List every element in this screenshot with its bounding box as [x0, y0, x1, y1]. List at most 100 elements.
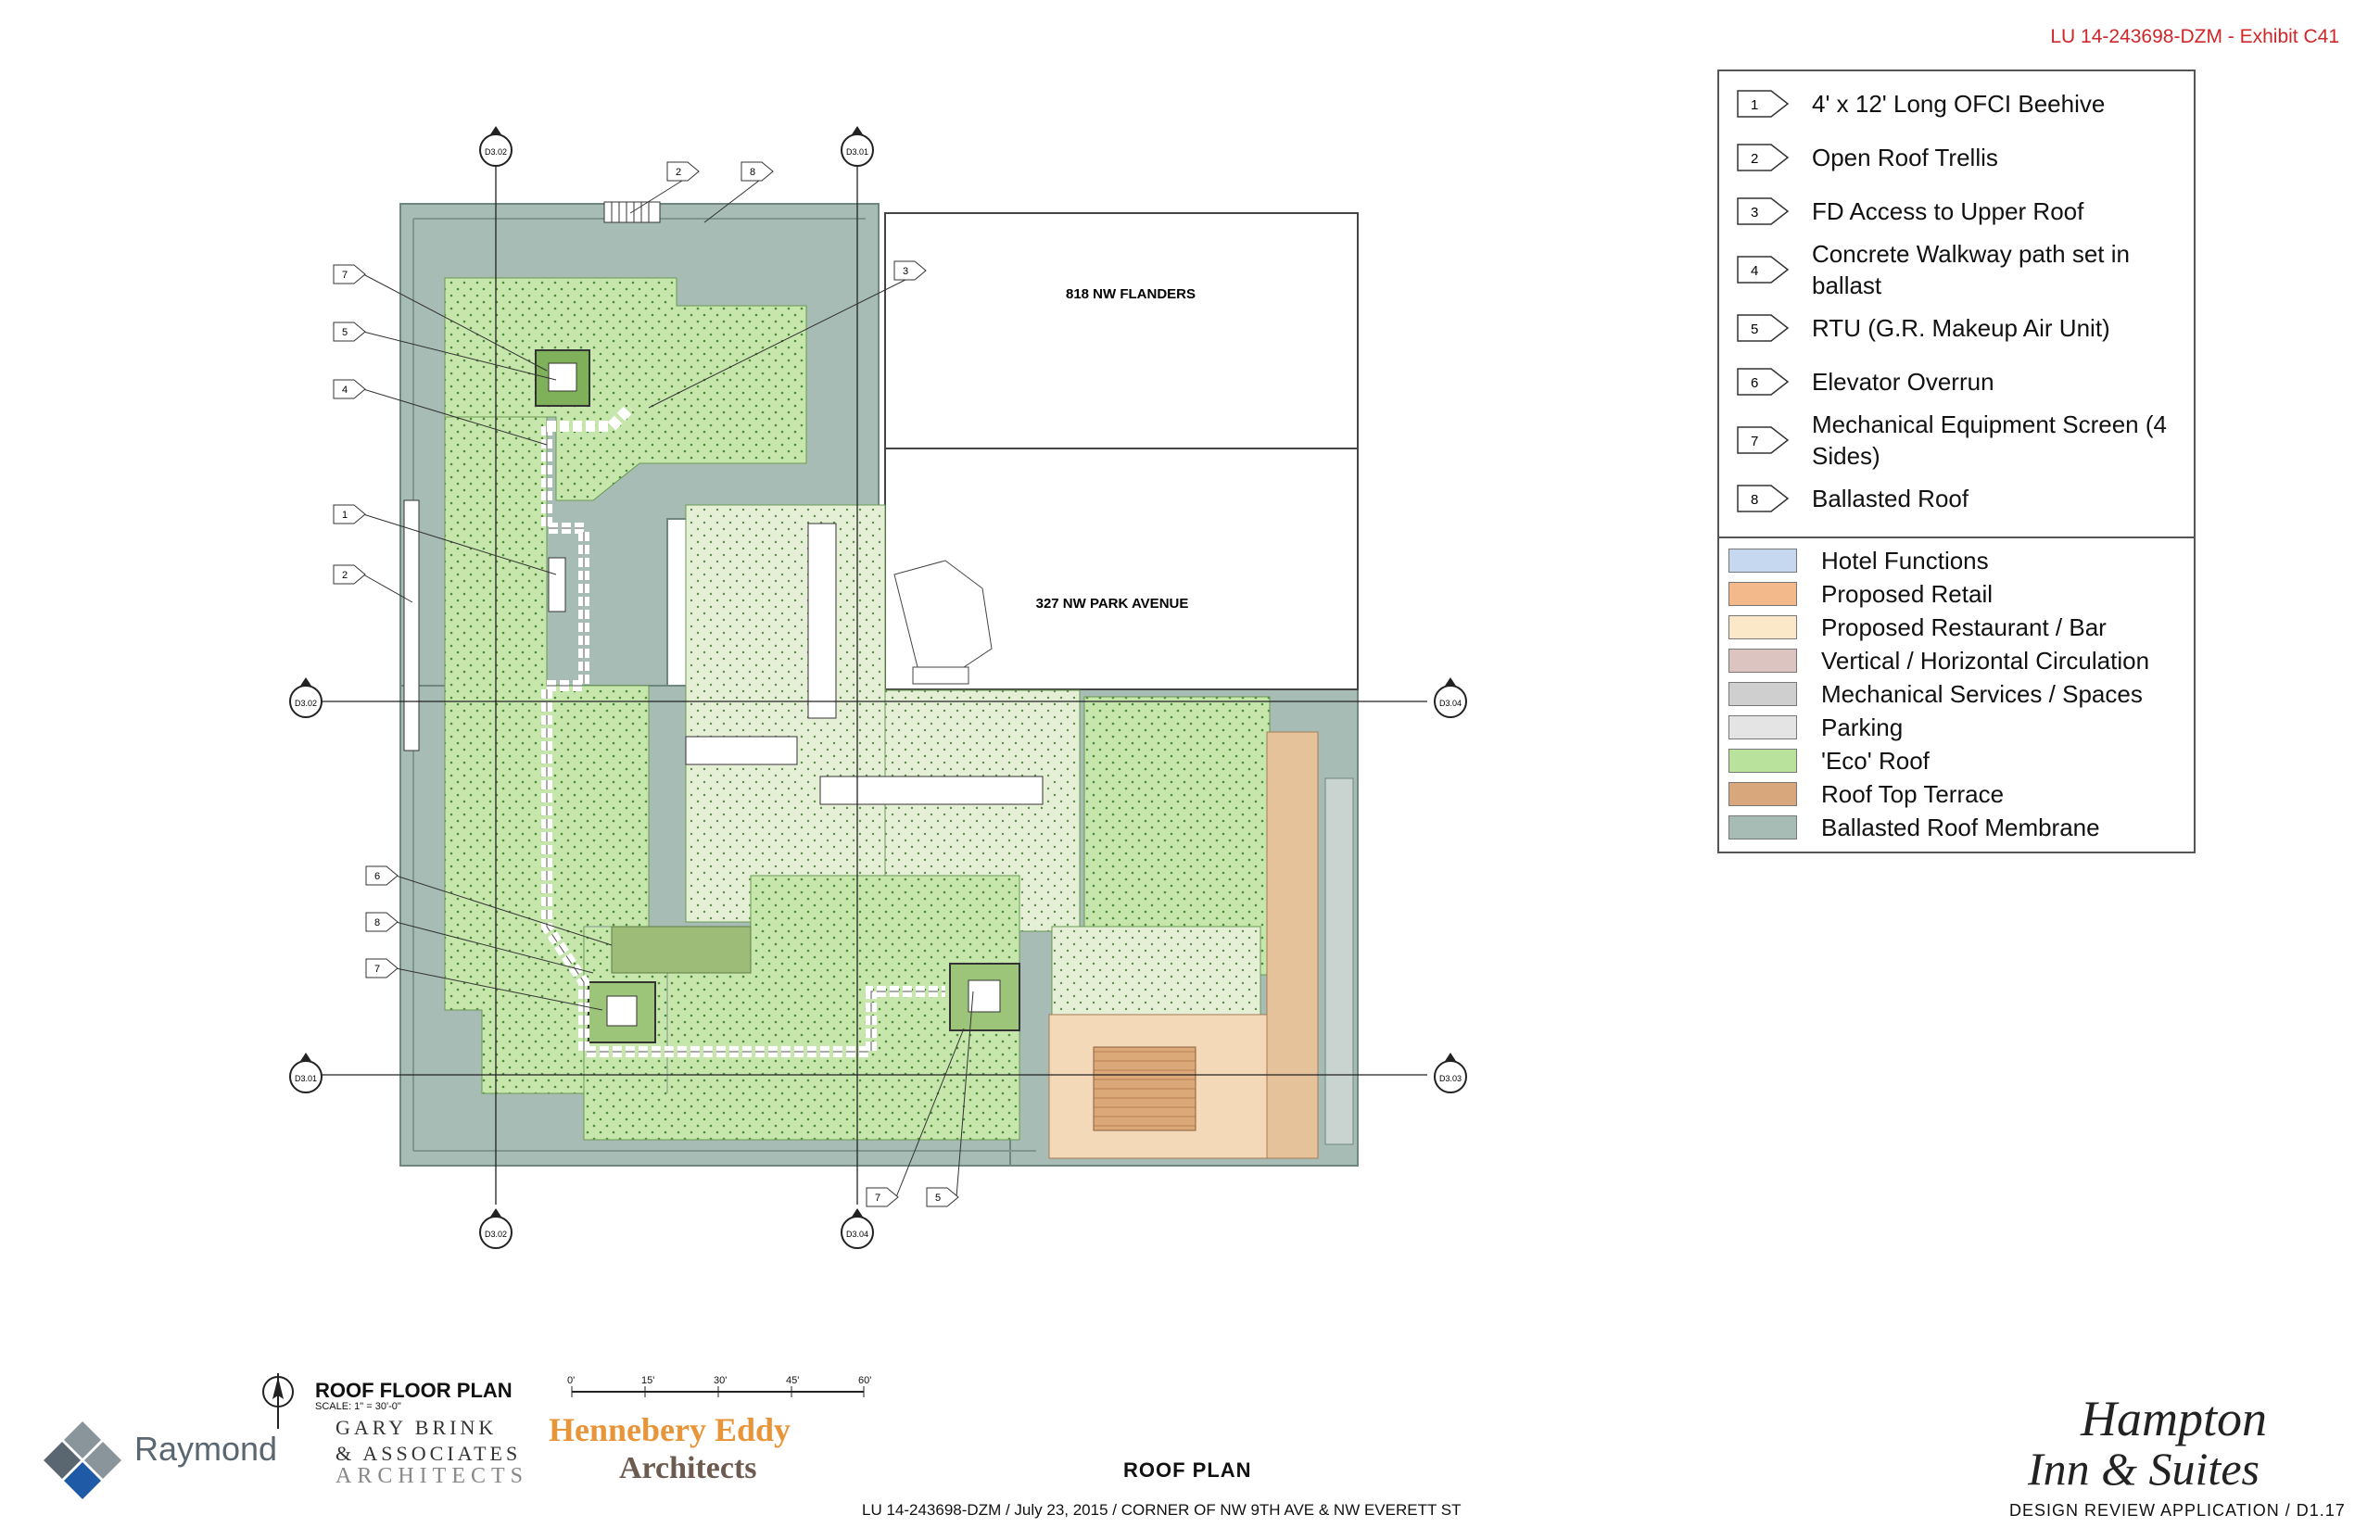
material-label: Mechanical Services / Spaces [1821, 679, 2143, 708]
section-marker-label: D3.04 [846, 1230, 868, 1239]
material-swatch [1728, 615, 1797, 639]
section-marker-label: D3.03 [1439, 1074, 1462, 1083]
section-marker-icon: D3.03 [1434, 1053, 1467, 1093]
material-legend-item: Vertical / Horizontal Circulation [1728, 644, 2184, 677]
material-swatch [1728, 649, 1797, 673]
keynote-label: Mechanical Equipment Screen (4 Sides) [1812, 410, 2167, 470]
firm-gary-brink-line2: & ASSOCIATES [335, 1442, 522, 1465]
material-swatch [1728, 582, 1797, 606]
plan-keynote-flag-icon: 6 [365, 865, 613, 946]
section-marker-icon: D3.02 [289, 677, 323, 718]
svg-text:5: 5 [935, 1193, 941, 1204]
keynote-label: FD Access to Upper Roof [1812, 197, 2084, 225]
keynote-flag-icon: 3 [1737, 197, 1790, 225]
neighbor-label-flanders: 818 NW FLANDERS [1066, 286, 1196, 302]
firm-hennebery-eddy: Hennebery Eddy [549, 1411, 791, 1448]
scale-mark: 30' [714, 1375, 728, 1386]
brand-logo-line2: Inn & Suites [2028, 1443, 2260, 1495]
scale-mark: 45' [786, 1375, 800, 1386]
project-footer: LU 14-243698-DZM / July 23, 2015 / CORNE… [862, 1501, 1462, 1519]
neighbor-building-flanders [884, 212, 1359, 449]
keynote-label: RTU (G.R. Makeup Air Unit) [1812, 314, 2110, 342]
material-swatch [1728, 815, 1797, 839]
section-marker-icon: D3.01 [841, 126, 874, 167]
elevator-overrun [611, 926, 752, 974]
section-marker-label: D3.02 [485, 1230, 507, 1239]
brand-logo-line1: Hampton [2081, 1391, 2267, 1446]
svg-text:8: 8 [374, 917, 380, 928]
section-marker-icon: D3.01 [289, 1053, 323, 1093]
section-marker-label: D3.02 [485, 147, 507, 157]
plan-keynote-flag-icon: 5 [926, 991, 974, 1207]
drawing-title: ROOF FLOOR PLAN [315, 1379, 513, 1402]
svg-text:2: 2 [676, 167, 681, 178]
firm-gary-brink-line3: ARCHITECTS [335, 1464, 529, 1488]
svg-text:7: 7 [374, 964, 380, 975]
material-label: Hotel Functions [1821, 546, 1989, 574]
scale-mark: 0' [567, 1375, 576, 1386]
drawing-scale: SCALE: 1" = 30'-0" [315, 1401, 401, 1412]
section-marker-icon: D3.02 [479, 126, 513, 167]
plan-keynote-flag-icon: 8 [365, 912, 594, 974]
keynote-number: 7 [1751, 434, 1758, 449]
keynote-item: 3 FD Access to Upper Roof [1734, 184, 2184, 238]
raymond-logo-icon [44, 1421, 121, 1499]
roof-top-terrace-east [1266, 731, 1319, 1159]
keynote-label: 4' x 12' Long OFCI Beehive [1812, 90, 2106, 118]
keynote-item: 4 Concrete Walkway path set in ballast [1734, 238, 2184, 301]
material-legend-item: Mechanical Services / Spaces [1728, 677, 2184, 711]
svg-text:3: 3 [903, 266, 908, 277]
material-legend-item: Roof Top Terrace [1728, 777, 2184, 811]
material-label: Vertical / Horizontal Circulation [1821, 646, 2150, 675]
plan-keynote-flag-icon: 4 [333, 379, 548, 446]
keynote-number: 3 [1751, 205, 1758, 221]
plan-keynote-flag-icon: 7 [333, 264, 548, 372]
keynote-number: 6 [1751, 375, 1758, 391]
keynote-flag-icon: 5 [1737, 314, 1790, 342]
grid-lines [315, 130, 1427, 1205]
neighbor-label-park: 327 NW PARK AVENUE [1036, 596, 1189, 612]
keynote-flag-icon: 8 [1737, 485, 1790, 512]
sheet-reference: DESIGN REVIEW APPLICATION / D1.17 [2009, 1501, 2346, 1520]
exhibit-label: LU 14-243698-DZM - Exhibit C41 [2050, 26, 2339, 47]
material-swatch [1728, 749, 1797, 773]
material-label: Proposed Restaurant / Bar [1821, 612, 2107, 641]
material-legend-item: 'Eco' Roof [1728, 744, 2184, 777]
material-legend-item: Ballasted Roof Membrane [1728, 811, 2184, 844]
plan-keynote-flag-icon: 7 [866, 1028, 965, 1207]
keynote-flag-icon: 7 [1737, 426, 1790, 454]
plan-keynote-flag-icon: 3 [648, 260, 927, 409]
svg-text:1: 1 [342, 510, 348, 521]
plan-keynote-flag-icon: 8 [703, 161, 774, 223]
material-legend-item: Parking [1728, 711, 2184, 744]
material-swatch [1728, 682, 1797, 706]
scale-mark: 60' [858, 1375, 872, 1386]
keynote-label: Elevator Overrun [1812, 368, 1994, 396]
svg-text:2: 2 [342, 570, 348, 581]
firm-hennebery-architects: Architects [619, 1451, 757, 1485]
keynote-flag-icon: 2 [1737, 144, 1790, 171]
section-marker-icon: D3.04 [841, 1208, 874, 1249]
section-marker-icon: D3.04 [1434, 677, 1467, 718]
keynote-label: Concrete Walkway path set in ballast [1812, 240, 2130, 299]
material-label: Proposed Retail [1821, 579, 1993, 608]
material-legend-item: Proposed Restaurant / Bar [1728, 611, 2184, 644]
keynote-item: 7 Mechanical Equipment Screen (4 Sides) [1734, 409, 2184, 472]
keynote-label: Ballasted Roof [1812, 485, 1969, 512]
svg-text:7: 7 [342, 270, 348, 281]
beehive [548, 557, 566, 612]
keynote-item: 8 Ballasted Roof [1734, 472, 2184, 525]
plan-keynote-flag-icon: 7 [365, 958, 603, 1011]
section-marker-label: D3.01 [846, 147, 868, 157]
sheet-title: ROOF PLAN [1123, 1458, 1252, 1482]
keynote-flag-icon: 4 [1737, 256, 1790, 284]
plan-keynote-flag-icon: 2 [333, 564, 413, 603]
roof-trellis-west [403, 499, 420, 751]
keynote-number: 8 [1751, 492, 1758, 508]
keynote-label: Open Roof Trellis [1812, 144, 1998, 171]
